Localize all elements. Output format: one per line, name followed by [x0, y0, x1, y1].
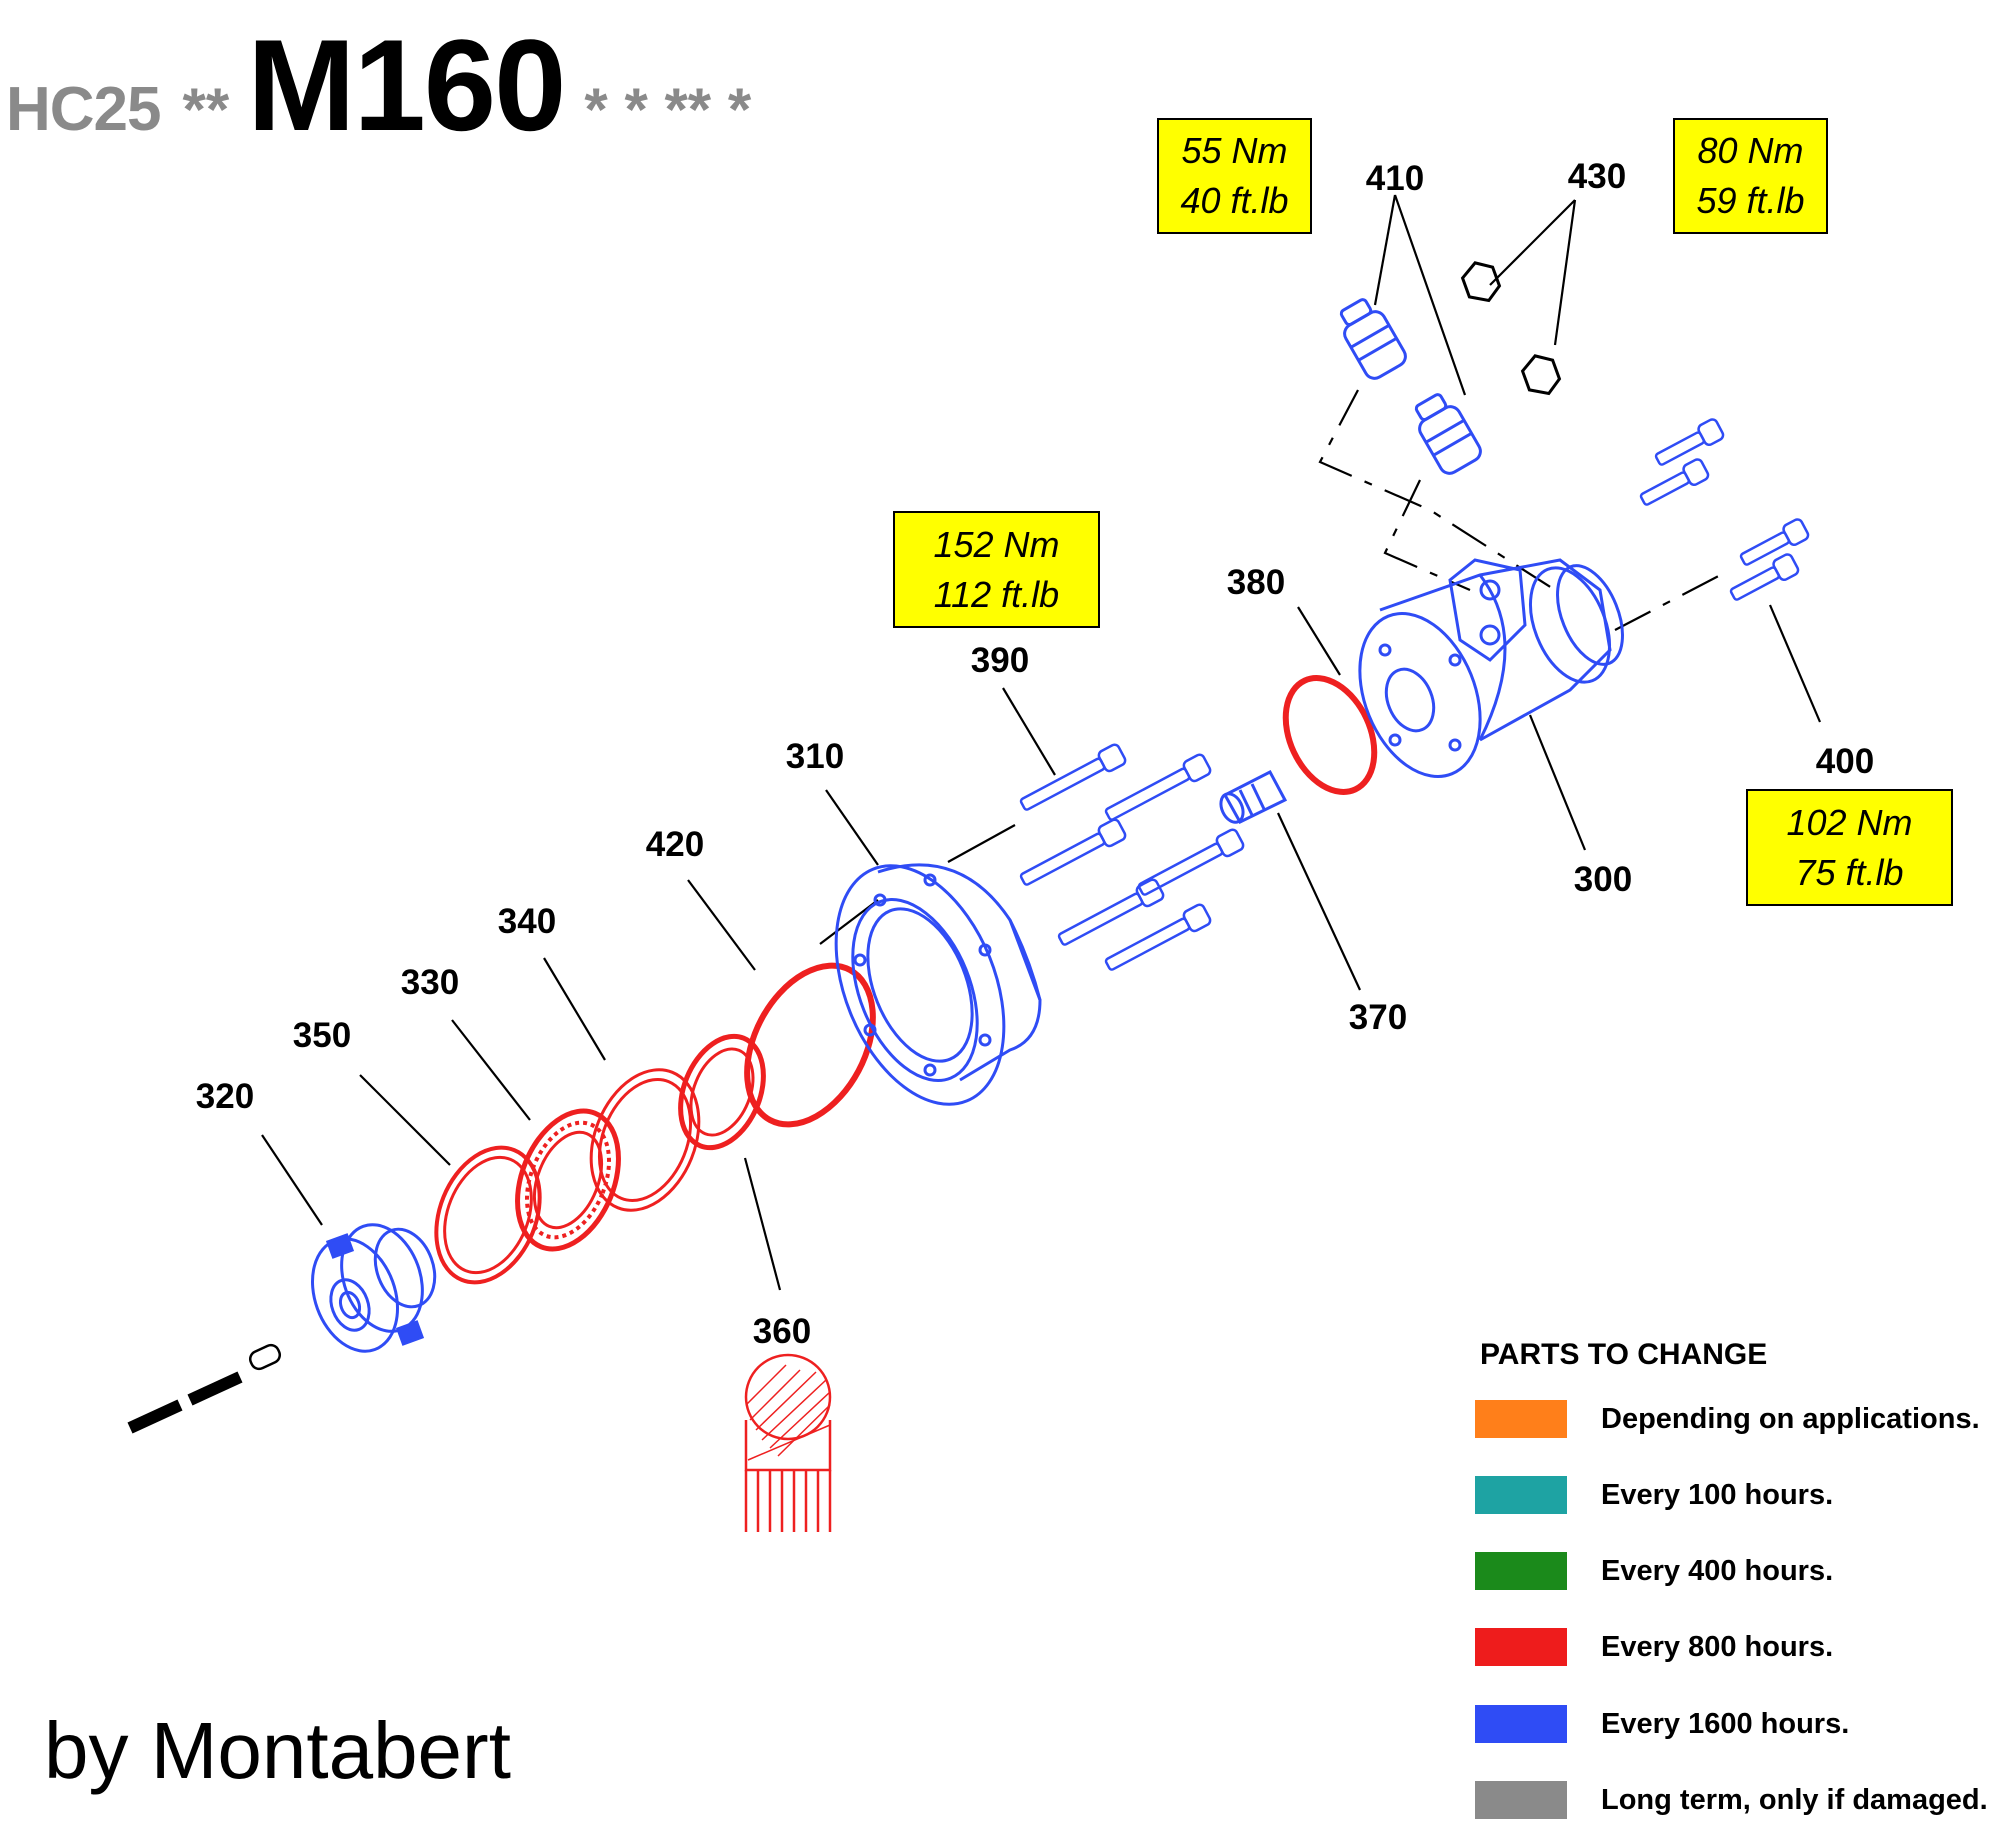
legend-swatch-orange [1475, 1400, 1567, 1438]
label-part-430: 430 [1568, 157, 1626, 196]
legend-swatch-teal [1475, 1476, 1567, 1514]
part-340-ring [589, 1068, 701, 1212]
bolt [1057, 878, 1165, 946]
torque-box-410: 55 Nm 40 ft.lb [1157, 118, 1312, 234]
legend-label: Every 800 hours. [1601, 1630, 1834, 1663]
label-part-380: 380 [1227, 563, 1285, 602]
label-part-330: 330 [401, 963, 459, 1002]
dowel-pin [248, 1343, 282, 1371]
label-part-340: 340 [498, 902, 556, 941]
legend-label: Every 100 hours. [1601, 1478, 1834, 1511]
label-part-390: 390 [971, 641, 1029, 680]
part-400-bolts [1639, 418, 1810, 601]
torque-nm: 102 Nm [1786, 801, 1913, 843]
legend-title: PARTS TO CHANGE [1480, 1338, 1768, 1371]
part-420-oring [744, 962, 876, 1128]
part-310-housing [834, 863, 1042, 1106]
label-part-300: 300 [1574, 860, 1632, 899]
bolt [1654, 418, 1725, 466]
bolt [1019, 743, 1127, 811]
bolt [1729, 553, 1800, 601]
legend-label: Depending on applications. [1601, 1402, 1980, 1435]
part-labels: 410 430 380 390 310 420 340 330 350 320 … [196, 157, 1874, 1351]
title-stars-right: * * ** * [584, 76, 752, 143]
legend-item: Every 400 hours. [1475, 1552, 1833, 1590]
leader-lines [261, 194, 1822, 1291]
label-part-350: 350 [293, 1016, 351, 1055]
label-part-320: 320 [196, 1077, 254, 1116]
legend-item: Every 1600 hours. [1475, 1705, 1849, 1743]
bolt [1104, 903, 1212, 971]
label-part-400: 400 [1816, 742, 1874, 781]
bolt [1639, 458, 1710, 506]
legend-label: Every 400 hours. [1601, 1554, 1834, 1587]
torque-box-400: 102 Nm 75 ft.lb [1746, 789, 1953, 906]
title-model: HC25 [6, 75, 162, 144]
part-410-fittings [1339, 298, 1482, 475]
dashed-axis-lines [1318, 389, 1731, 631]
legend-item: Every 100 hours. [1475, 1476, 1833, 1514]
credit-text: by Montabert [44, 1706, 511, 1795]
part-380-oring [1282, 675, 1378, 795]
label-part-420: 420 [646, 825, 704, 864]
part-360-seal [678, 1033, 766, 1151]
legend-item: Depending on applications. [1475, 1400, 1980, 1438]
part-430-nuts [1460, 261, 1562, 396]
legend-swatch-green [1475, 1552, 1567, 1590]
label-part-360: 360 [753, 1312, 811, 1351]
label-part-310: 310 [786, 737, 844, 776]
diagram-title: HC25 ** M160 * * ** * [6, 10, 751, 158]
torque-ftlb: 40 ft.lb [1180, 180, 1289, 221]
torque-nm: 152 Nm [933, 523, 1060, 565]
bolt [1137, 828, 1245, 896]
part-330-bearing [515, 1108, 621, 1252]
red-seal-rings [434, 675, 1378, 1285]
torque-ftlb: 112 ft.lb [933, 573, 1060, 615]
part-300-motor [1358, 558, 1624, 778]
bolt [1019, 818, 1127, 886]
part-390-bolts [1019, 743, 1245, 971]
torque-box-390: 152 Nm 112 ft.lb [893, 511, 1100, 628]
torque-ftlb: 59 ft.lb [1696, 180, 1805, 221]
label-part-370: 370 [1349, 998, 1407, 1037]
drive-pin-shaft [127, 1371, 243, 1434]
part-370-coupler [1219, 769, 1288, 824]
bolt [1739, 518, 1810, 566]
elbow-fitting [1339, 298, 1407, 380]
torque-nm: 55 Nm [1181, 130, 1288, 171]
legend-swatch-gray [1475, 1781, 1567, 1819]
legend-label: Long term, only if damaged. [1601, 1783, 1988, 1816]
title-main: M160 [247, 12, 566, 158]
bolt [1104, 753, 1212, 821]
torque-ftlb: 75 ft.lb [1795, 851, 1904, 893]
legend-item: Long term, only if damaged. [1475, 1781, 1988, 1819]
elbow-fitting [1414, 393, 1482, 475]
part-360-seal-kit [744, 1353, 832, 1532]
torque-box-430: 80 Nm 59 ft.lb [1673, 118, 1828, 234]
title-stars-left: ** [182, 76, 230, 143]
torque-nm: 80 Nm [1697, 130, 1804, 171]
legend-swatch-red [1475, 1628, 1567, 1666]
part-320-coupling [310, 1223, 437, 1353]
legend-swatch-blue [1475, 1705, 1567, 1743]
legend-label: Every 1600 hours. [1601, 1707, 1850, 1740]
label-part-410: 410 [1366, 159, 1424, 198]
legend-item: Every 800 hours. [1475, 1628, 1833, 1666]
